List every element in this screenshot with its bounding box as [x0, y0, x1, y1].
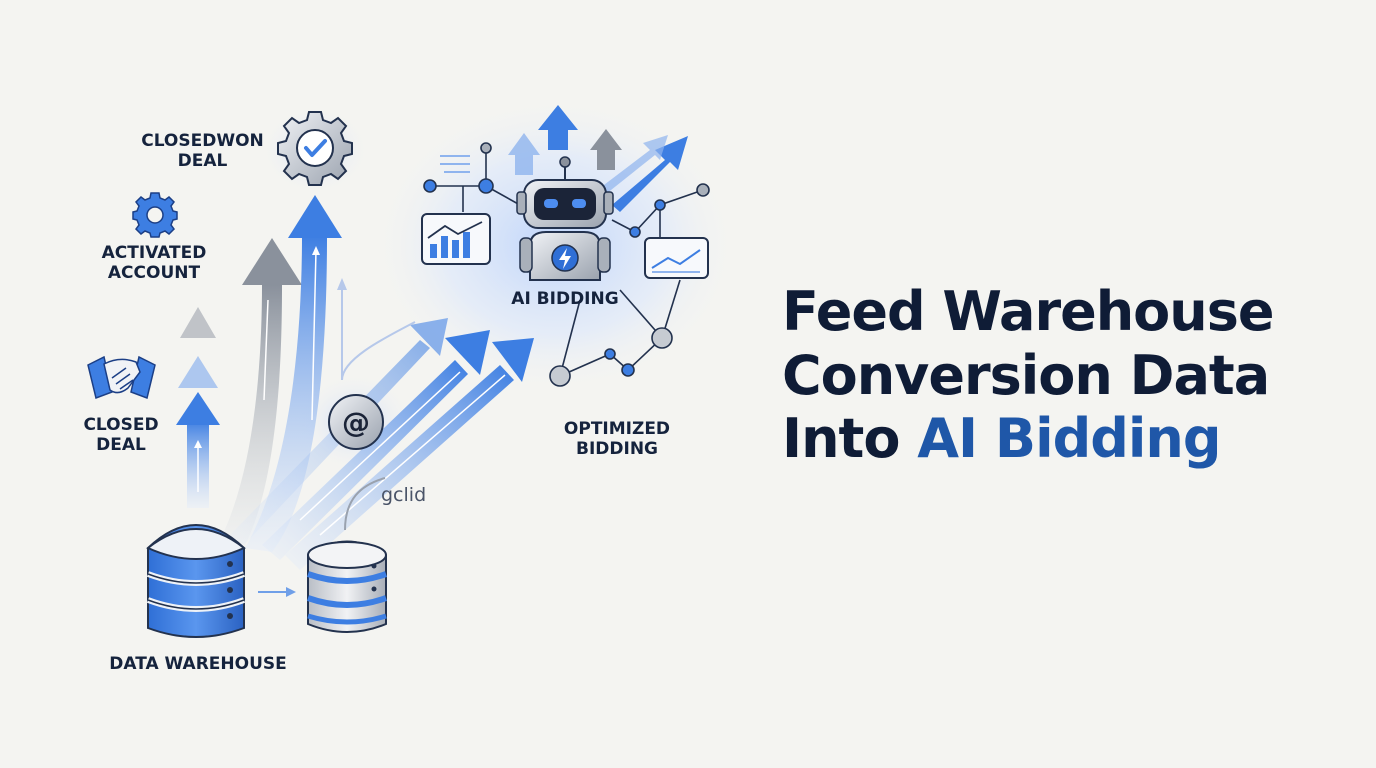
- at-sign-icon: @: [328, 394, 384, 450]
- closedwon-arrow: [245, 195, 342, 552]
- label-activated-account: ACTIVATED ACCOUNT: [95, 243, 213, 284]
- label-optimized-line1: OPTIMIZED: [563, 419, 671, 439]
- label-activated-line1: ACTIVATED: [101, 243, 207, 263]
- label-gclid: gclid: [381, 484, 427, 506]
- closed-deal-arrows: [176, 307, 220, 508]
- activated-account-arrow: [220, 238, 302, 545]
- output-arrows: [508, 105, 688, 212]
- handshake-icon: [87, 355, 156, 399]
- label-optimized-line2: BIDDING: [575, 439, 658, 460]
- database-icon-secondary: [306, 540, 388, 633]
- headline-line3-prefix: Into: [782, 407, 918, 471]
- label-data-warehouse: DATA WAREHOUSE: [109, 654, 287, 674]
- headline-line2: Conversion Data: [782, 343, 1270, 407]
- ai-bidding-arrows: [230, 318, 534, 570]
- chart-icon: [421, 213, 491, 265]
- headline-line1: Feed Warehouse: [782, 280, 1275, 343]
- svg-text:@: @: [342, 406, 370, 439]
- label-activated-line2: ACCOUNT: [107, 263, 201, 284]
- gear-check-icon: [277, 111, 353, 186]
- label-closedwon-line1: CLOSEDWON: [141, 131, 264, 151]
- database-icon-primary: [146, 524, 246, 638]
- label-closedwon-line2: DEAL: [177, 151, 228, 172]
- gear-icon: [132, 192, 178, 238]
- label-ai-bidding: AI BIDDING: [511, 289, 619, 309]
- label-closed-deal: CLOSED DEAL: [72, 415, 170, 456]
- label-closed-line2: DEAL: [96, 435, 146, 456]
- robot-icon: [516, 156, 614, 281]
- list-lines: [440, 155, 470, 173]
- network-nodes: [423, 142, 710, 387]
- trend-chart-icon: [644, 237, 709, 279]
- headline: Feed Warehouse Conversion Data Into AI B…: [782, 280, 1342, 471]
- gclid-path: [344, 477, 386, 531]
- db-transfer-arrow: [258, 587, 296, 597]
- headline-line3: Into AI Bidding: [782, 407, 1342, 471]
- label-closedwon-deal: CLOSEDWON DEAL: [140, 131, 265, 172]
- label-optimized-bidding: OPTIMIZED BIDDING: [555, 419, 679, 460]
- label-closed-line1: CLOSED: [83, 415, 159, 435]
- headline-accent: AI Bidding: [917, 407, 1221, 471]
